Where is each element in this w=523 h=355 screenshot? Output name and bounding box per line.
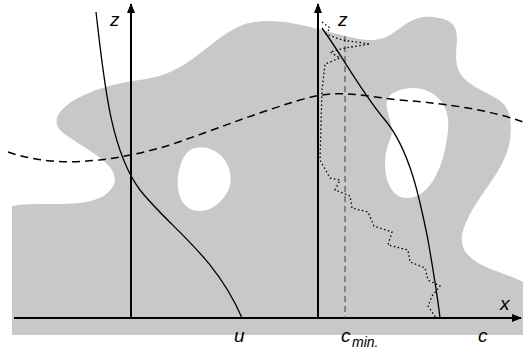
axis-label: z xyxy=(338,10,348,29)
mean-concentration xyxy=(322,28,440,318)
z-axis xyxy=(317,4,319,318)
axis-label: x xyxy=(500,294,510,313)
axis-label: c xyxy=(478,326,488,345)
cmin-line xyxy=(344,36,345,318)
axis-label: min. xyxy=(352,335,378,349)
axis-label: c xyxy=(341,326,351,345)
axis-label: z xyxy=(110,10,120,29)
instant-concentration xyxy=(320,22,440,318)
velocity-profile xyxy=(96,12,242,318)
interface-line xyxy=(8,94,523,162)
x-axis xyxy=(14,317,521,319)
turbulent-region xyxy=(12,17,523,335)
z-axis xyxy=(130,4,132,318)
axis-label: u xyxy=(234,326,245,345)
